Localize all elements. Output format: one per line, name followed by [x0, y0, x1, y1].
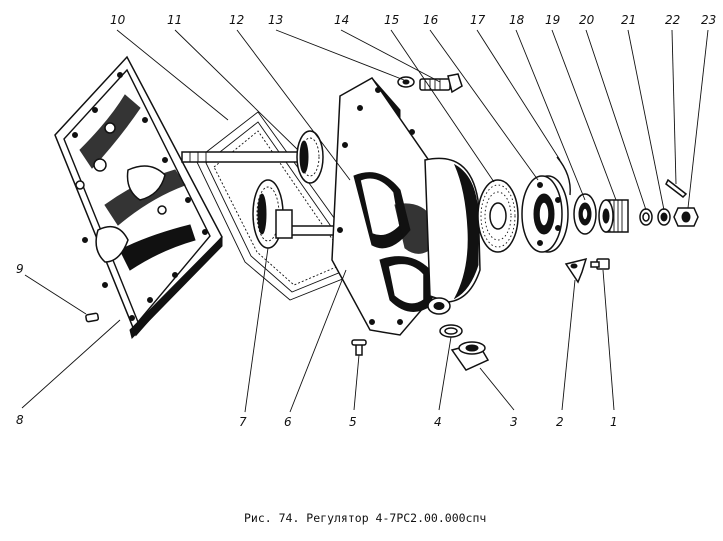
ring-20 [639, 208, 653, 226]
callout-6: 6 [284, 415, 292, 429]
leader-lines [21, 29, 709, 413]
cotter-pin-22 [665, 178, 688, 198]
callout-9: 9 [16, 262, 24, 276]
callout-21: 21 [621, 13, 636, 27]
friction-disk-15 [477, 179, 519, 253]
callout-16: 16 [423, 13, 439, 27]
callout-1: 1 [610, 415, 618, 429]
callout-15: 15 [384, 13, 399, 27]
pin-5 [351, 339, 367, 356]
callout-7: 7 [239, 415, 247, 429]
ring-4 [439, 324, 463, 338]
gasket-10 [195, 111, 371, 301]
callout-19: 19 [545, 13, 560, 27]
callout-12: 12 [229, 13, 244, 27]
plug-3 [450, 341, 490, 371]
bolt-14 [419, 73, 463, 94]
bearing-18 [573, 193, 597, 235]
callout-14: 14 [334, 13, 349, 27]
callout-10: 10 [110, 13, 126, 27]
callout-4: 4 [434, 415, 442, 429]
callout-22: 22 [665, 13, 680, 27]
callout-numbers: 1 2 3 4 5 6 7 8 9 10 11 12 13 14 15 16 1… [16, 13, 716, 429]
callout-11: 11 [167, 13, 182, 27]
housing-6 [331, 77, 481, 336]
castle-nut-23 [673, 207, 699, 227]
callout-20: 20 [579, 13, 595, 27]
cover-plate-8 [54, 55, 223, 339]
lever-2 [564, 257, 588, 284]
flange-16 [521, 175, 569, 253]
callout-2: 2 [556, 415, 564, 429]
upper-gear-shaft-11 [181, 130, 324, 184]
ring-21 [657, 208, 671, 226]
spring-wire-17 [556, 156, 571, 196]
figure-caption: Рис. 74. Регулятор 4-7РС2.00.000спч [244, 511, 486, 525]
callout-3: 3 [510, 415, 518, 429]
callout-8: 8 [16, 413, 24, 427]
callout-18: 18 [509, 13, 525, 27]
callout-5: 5 [349, 415, 357, 429]
screw-1 [590, 258, 610, 270]
callout-17: 17 [470, 13, 486, 27]
spline-bush-19 [598, 199, 629, 233]
callout-13: 13 [268, 13, 283, 27]
callout-23: 23 [701, 13, 716, 27]
pin-9 [85, 312, 100, 323]
